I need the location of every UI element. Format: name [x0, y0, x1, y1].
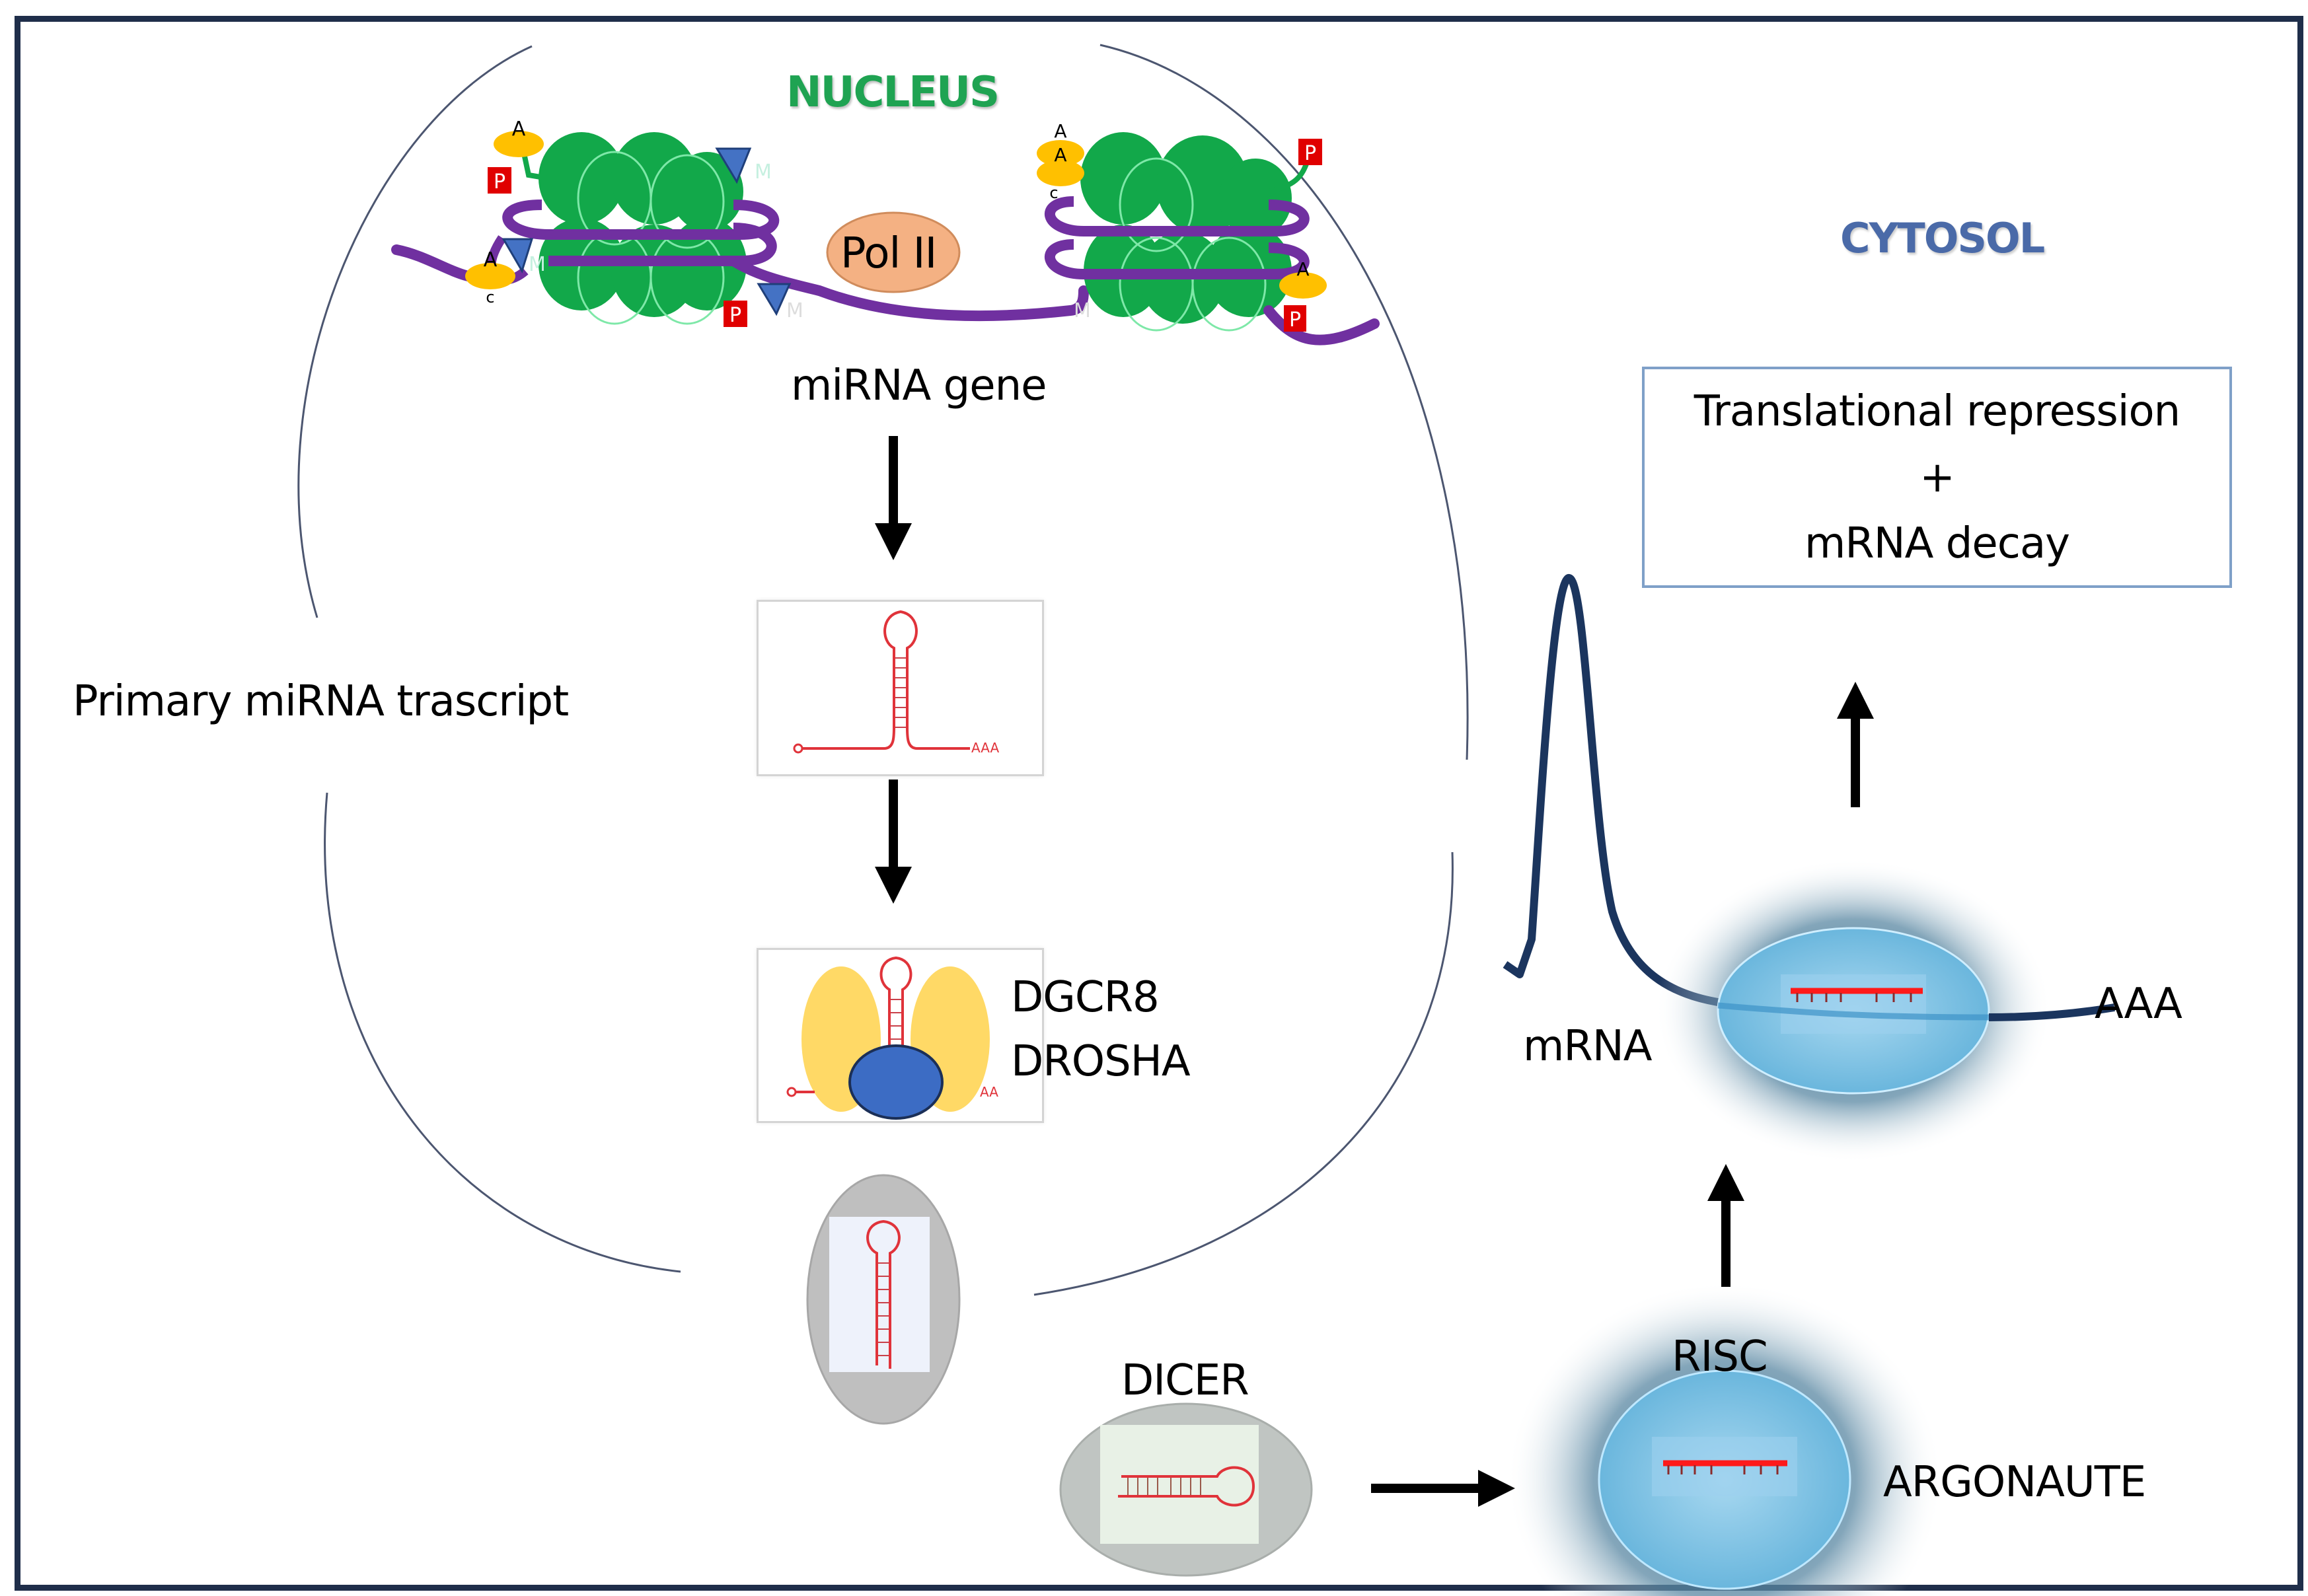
svg-text:M: M — [755, 161, 772, 184]
drosha-label: DROSHA — [1011, 1037, 1191, 1086]
svg-text:A: A — [1054, 144, 1066, 166]
svg-text:A: A — [1296, 258, 1309, 280]
acetyl-label: A — [512, 118, 526, 141]
svg-text:P: P — [494, 170, 505, 194]
nucleosome-right: P A A c A P — [1037, 120, 1380, 345]
dicer-complex — [1059, 1402, 1313, 1577]
svg-text:P: P — [1304, 142, 1316, 165]
nuclear-envelope-upper — [297, 45, 533, 618]
acetyl-mark — [494, 131, 544, 157]
svg-text:AAA: AAA — [971, 740, 999, 756]
acetyl-mark — [1037, 160, 1084, 186]
argonaute-label: ARGONAUTE — [1883, 1458, 2146, 1507]
outcome-line-1: Translational repression — [1694, 386, 2180, 436]
svg-text:A: A — [484, 248, 498, 272]
pri-mirna-hairpin-icon: AAA — [793, 610, 999, 756]
svg-text:AA: AA — [980, 1084, 998, 1100]
mirna-gene-label: miRNA gene — [791, 361, 1047, 410]
methyl-mark — [715, 147, 752, 184]
phospho-mark — [1298, 139, 1322, 165]
methyl-mark — [757, 283, 792, 316]
acetyl-mark — [1037, 140, 1084, 166]
pol-ii-enzyme — [826, 211, 961, 293]
dgcr8-label: DGCR8 — [1011, 973, 1160, 1022]
microprocessor-panel: AA — [757, 948, 1044, 1123]
dicer-label: DICER — [1121, 1356, 1249, 1405]
svg-text:M: M — [786, 299, 803, 322]
exportin-complex — [806, 1174, 961, 1425]
svg-text:P: P — [729, 304, 741, 327]
mrna-polya-label: AAA — [2095, 980, 2182, 1029]
phospho-mark — [724, 301, 747, 327]
nucleosome-left: A P M A c M P M — [391, 118, 821, 327]
outcome-line-3: mRNA decay — [1804, 519, 2070, 568]
pol-ii-label: Pol II — [840, 229, 937, 278]
cytosol-label: CYTOSOL — [1840, 214, 2045, 262]
svg-text:P: P — [1289, 308, 1301, 332]
svg-text:c: c — [486, 288, 494, 307]
linker-dna — [814, 285, 1089, 322]
nuclear-envelope-lower-right — [1033, 852, 1454, 1296]
outcome-box: Translational repression + mRNA decay — [1642, 367, 2232, 588]
nuclear-envelope-lower-left — [324, 792, 681, 1273]
mrna-label: mRNA — [1523, 1022, 1652, 1071]
phospho-mark — [488, 167, 511, 194]
svg-text:M: M — [529, 253, 546, 276]
methyl-mark — [502, 238, 534, 273]
primary-transcript-panel: AAA — [757, 600, 1044, 776]
risc-label: RISC — [1672, 1332, 1768, 1381]
acetyl-mark — [465, 263, 515, 289]
svg-text:M: M — [1074, 299, 1091, 322]
svg-text:c: c — [1049, 184, 1058, 202]
primary-transcript-label: Primary miRNA trascript — [73, 677, 569, 726]
outcome-plus: + — [1919, 453, 1955, 502]
acetyl-mark — [1279, 272, 1327, 299]
svg-text:A: A — [1054, 120, 1066, 142]
phospho-mark — [1284, 305, 1306, 332]
microprocessor-complex-icon: AA — [786, 956, 998, 1120]
nucleus-label: NUCLEUS — [786, 68, 1000, 117]
drosha-subunit — [848, 1044, 944, 1120]
nuclear-envelope-top-right — [1099, 44, 1469, 760]
